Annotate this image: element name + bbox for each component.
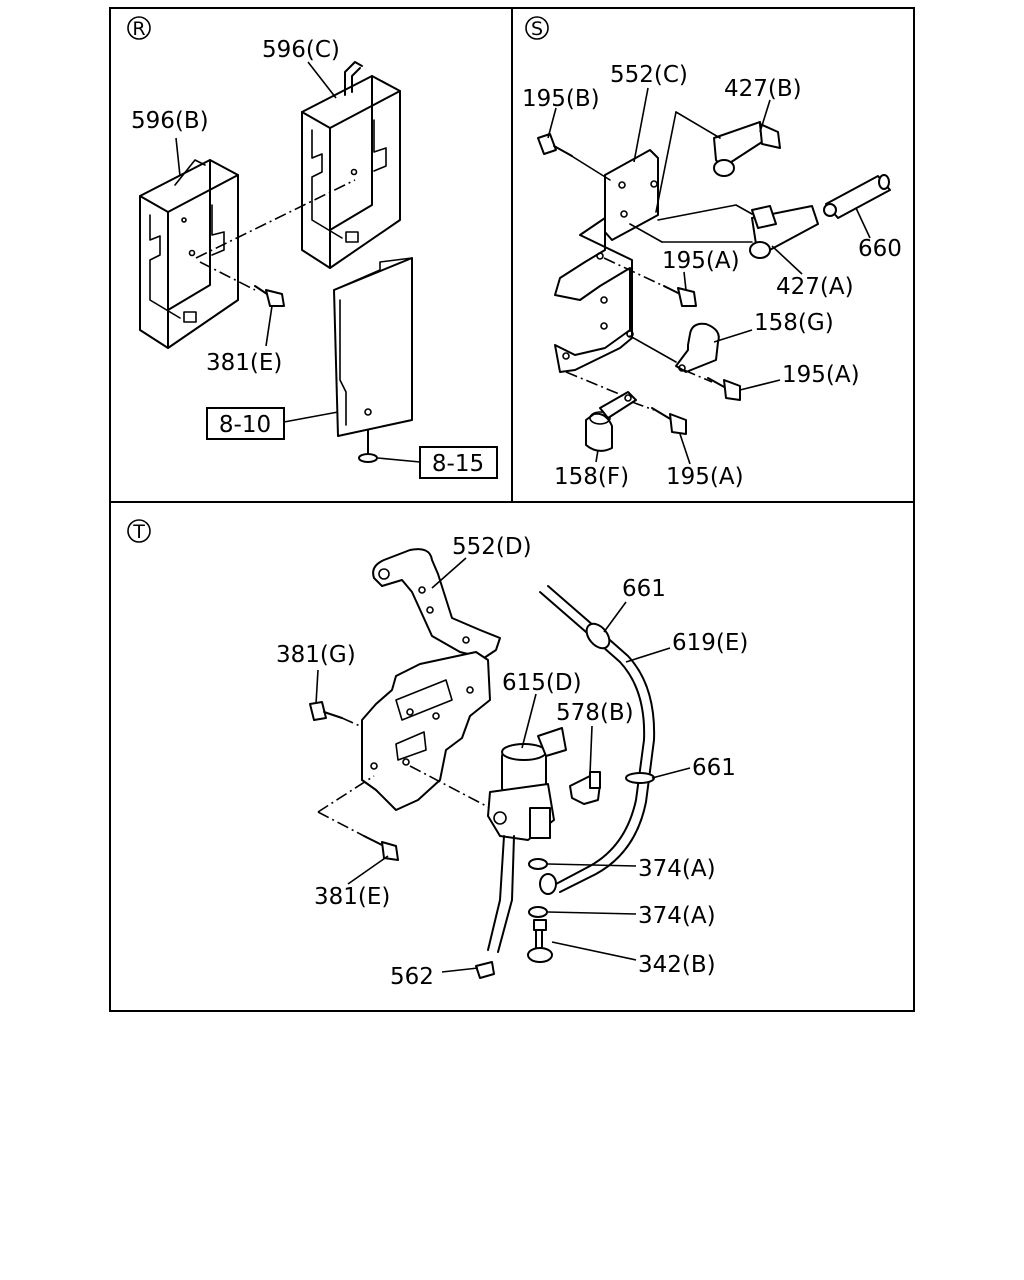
part-381e-bolt-r — [199, 261, 285, 307]
part-158g-clip — [629, 322, 720, 373]
leader-661-1 — [603, 601, 627, 633]
svg-text:S: S — [531, 18, 543, 40]
label-615d: 615(D) — [502, 670, 582, 696]
label-195a-2: 195(A) — [782, 362, 860, 388]
panel-s: S — [522, 16, 902, 490]
part-374a-washer-1 — [528, 858, 548, 870]
part-158f-clip — [565, 371, 637, 452]
leader-578b — [589, 725, 593, 775]
part-195a-bolt-1 — [603, 257, 697, 307]
label-ref-8-15: 8-15 — [432, 451, 484, 477]
leader-427b — [759, 99, 771, 133]
part-342b-bolt — [527, 919, 553, 963]
leader-552c — [633, 87, 649, 163]
assembly-line-t-1 — [317, 775, 375, 813]
label-562: 562 — [390, 964, 434, 990]
label-374a-2: 374(A) — [638, 903, 716, 929]
leader-158g — [713, 329, 753, 343]
label-661-2: 661 — [692, 755, 736, 781]
part-615d-valve — [487, 727, 567, 841]
leader-619e — [625, 647, 671, 663]
part-427a-fitting — [629, 204, 819, 259]
label-619e: 619(E) — [672, 630, 748, 656]
label-195b: 195(B) — [522, 86, 600, 112]
label-195a-1: 195(A) — [662, 248, 740, 274]
leader-342b — [551, 941, 637, 961]
label-596b: 596(B) — [131, 108, 209, 134]
leader-195a-3 — [679, 433, 691, 465]
part-619e-pipe — [539, 585, 656, 895]
label-660: 660 — [858, 236, 902, 262]
part-596c-bracket — [301, 61, 401, 269]
label-381g: 381(G) — [276, 642, 356, 668]
callout-r: R — [127, 16, 151, 40]
label-342b: 342(B) — [638, 952, 716, 978]
leader-381e-t — [347, 855, 389, 885]
part-hose-t — [487, 835, 515, 953]
leader-8-10 — [283, 411, 339, 423]
label-ref-8-10: 8-10 — [219, 412, 271, 438]
leader-596b — [175, 137, 181, 177]
label-158f: 158(F) — [554, 464, 629, 490]
part-381g-bolt — [309, 701, 361, 727]
part-552d-bracket — [372, 548, 501, 659]
label-661-1: 661 — [622, 576, 666, 602]
part-381e-bolt-t — [363, 835, 399, 861]
leader-381g — [315, 669, 319, 705]
label-381e-r: 381(E) — [206, 350, 282, 376]
leader-374a-1 — [547, 863, 637, 867]
leader-562 — [441, 967, 479, 973]
part-578b-fitting — [569, 771, 601, 805]
leader-661-2 — [651, 767, 691, 779]
leader-381e-r — [265, 305, 273, 347]
part-562-clip — [475, 961, 495, 979]
leader-660 — [855, 207, 871, 239]
callout-s: S — [525, 16, 549, 40]
leader-596c — [307, 61, 337, 99]
leader-552d — [431, 557, 467, 589]
label-552c: 552(C) — [610, 62, 688, 88]
part-596b-bracket — [139, 159, 239, 349]
leader-195a-2 — [739, 379, 781, 391]
panel-t: T — [127, 519, 748, 990]
panel-r: R — [127, 16, 498, 479]
part-660-hose — [823, 174, 891, 219]
label-578b: 578(B) — [556, 700, 634, 726]
label-195a-3: 195(A) — [666, 464, 744, 490]
label-158g: 158(G) — [754, 310, 834, 336]
leader-8-15 — [377, 457, 421, 463]
part-374a-washer-2 — [528, 906, 548, 918]
part-8-15-screw — [358, 429, 378, 463]
assembly-line-t-3 — [409, 765, 491, 809]
leader-158f — [595, 449, 599, 463]
part-195b-bolt — [537, 133, 611, 181]
part-552c-bracket — [554, 149, 659, 373]
leader-374a-2 — [547, 911, 637, 915]
part-427b-fitting — [655, 111, 781, 213]
label-552d: 552(D) — [452, 534, 532, 560]
label-427b: 427(B) — [724, 76, 802, 102]
leader-195a-1 — [683, 271, 687, 291]
panel-frame-t — [109, 501, 915, 1012]
part-8-10-module — [333, 257, 413, 437]
svg-text:T: T — [132, 521, 145, 543]
label-596c: 596(C) — [262, 37, 340, 63]
label-381e-t: 381(E) — [314, 884, 390, 910]
leader-615d — [521, 693, 537, 749]
ref-box-8-15 — [419, 446, 498, 479]
part-615d-plate — [361, 651, 491, 811]
callout-t: T — [127, 519, 151, 543]
label-374a-1: 374(A) — [638, 856, 716, 882]
part-195a-bolt-2 — [683, 369, 741, 401]
svg-text:R: R — [132, 18, 145, 40]
assembly-line-t-2 — [317, 811, 365, 837]
label-427a: 427(A) — [776, 274, 854, 300]
ref-box-8-10 — [206, 407, 285, 440]
leader-195b — [547, 107, 557, 139]
leader-427a — [771, 245, 803, 275]
part-661-clamp-2 — [625, 772, 655, 784]
assembly-line-r — [195, 179, 356, 259]
part-195a-bolt-3 — [631, 401, 687, 435]
